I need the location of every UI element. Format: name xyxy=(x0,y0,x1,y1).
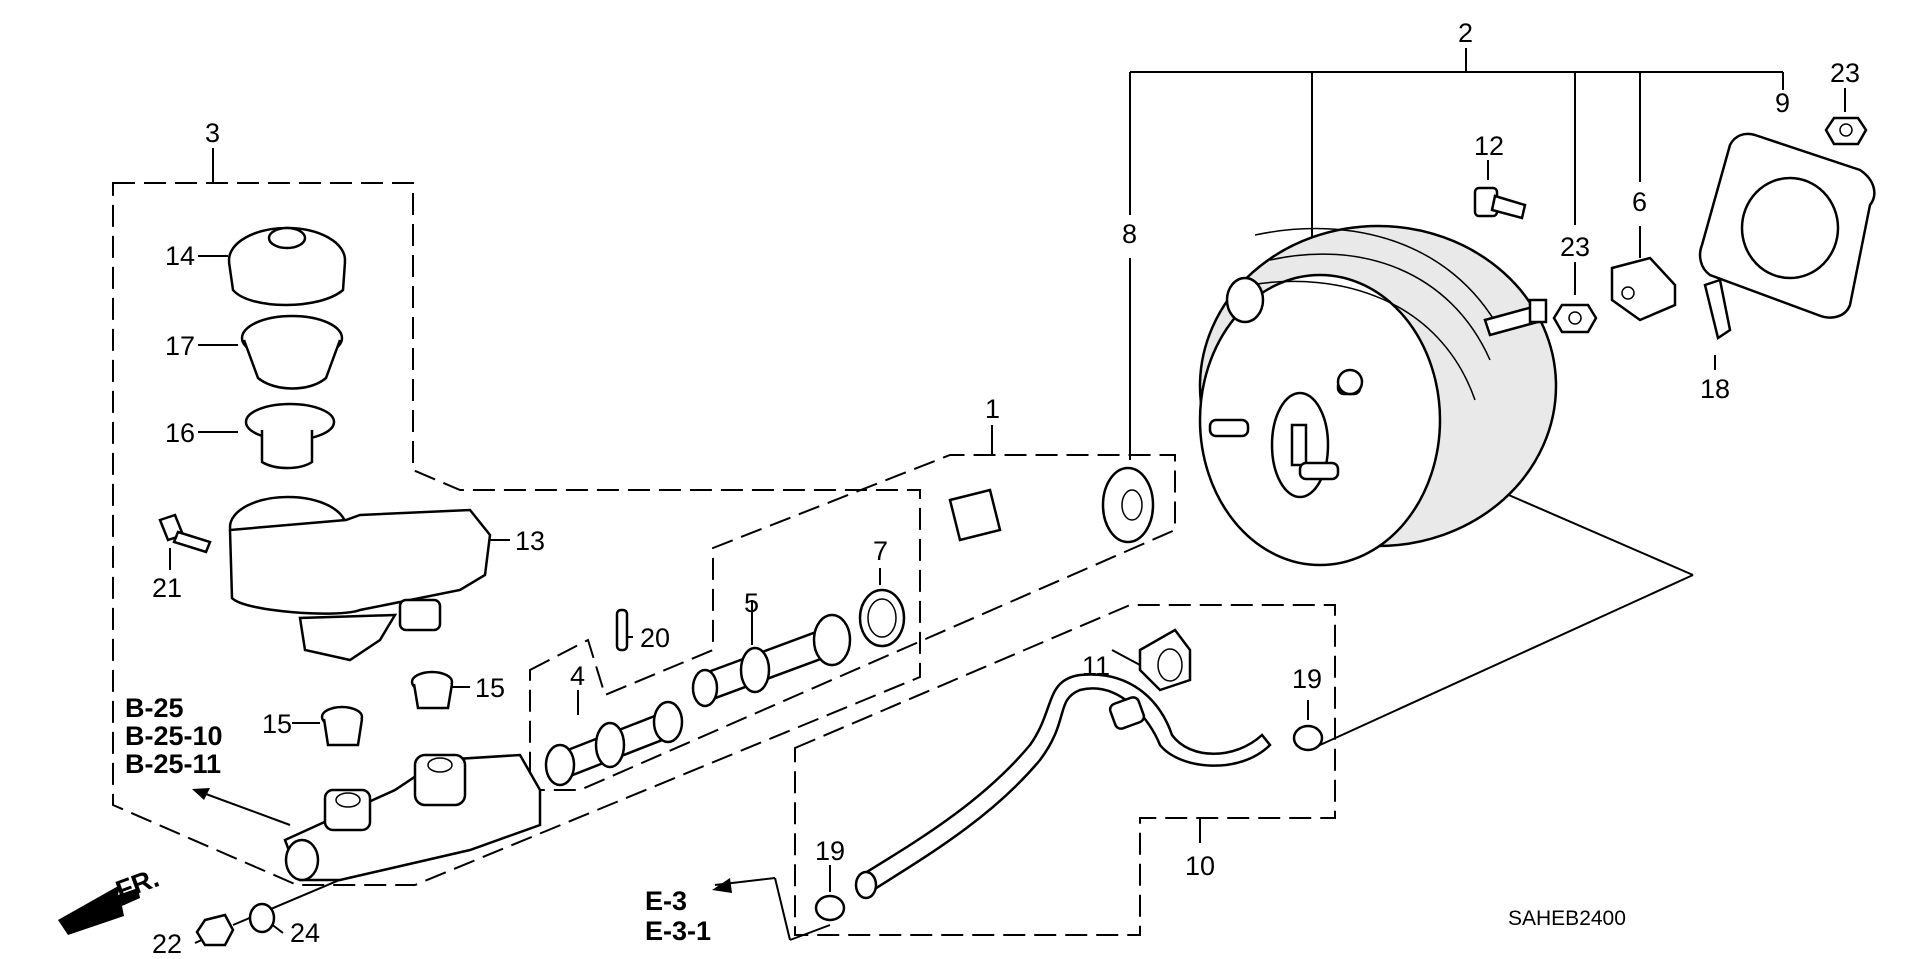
group-3-boundary xyxy=(112,182,921,886)
callout-24: 24 xyxy=(290,918,320,948)
callout-10: 10 xyxy=(1185,851,1215,881)
part-14-cap xyxy=(227,226,347,307)
part-17-filter xyxy=(240,314,344,390)
callout-12: 12 xyxy=(1474,131,1504,161)
part-15-grommet-right xyxy=(410,670,454,710)
part-23-nut-lower xyxy=(1552,303,1598,334)
ref-b-25-11[interactable]: B-25-11 xyxy=(125,749,221,779)
ref-b-25-10[interactable]: B-25-10 xyxy=(125,721,223,751)
callout-21: 21 xyxy=(152,573,182,603)
part-7-ring xyxy=(858,588,906,648)
part-6-joint xyxy=(1610,256,1677,322)
part-24-washer xyxy=(248,902,276,934)
part-16-strainer xyxy=(244,402,336,470)
part-23-nut-upper xyxy=(1824,116,1868,146)
brake-booster xyxy=(1198,224,1558,567)
callout-8: 8 xyxy=(1122,219,1137,249)
part-4-piston xyxy=(544,700,684,787)
part-5-piston xyxy=(691,613,852,708)
callout-3: 3 xyxy=(205,118,220,148)
callout-4: 4 xyxy=(570,661,585,691)
callout-19-right: 19 xyxy=(1292,664,1322,694)
callout-14: 14 xyxy=(165,241,195,271)
front-direction-arrow xyxy=(58,885,140,935)
callout-17: 17 xyxy=(165,331,195,361)
callout-5: 5 xyxy=(744,588,759,618)
callout-2: 2 xyxy=(1458,18,1473,48)
callout-23-right: 23 xyxy=(1830,58,1860,88)
callout-22: 22 xyxy=(152,929,182,959)
callout-9: 9 xyxy=(1775,88,1790,118)
callout-19-left: 19 xyxy=(815,836,845,866)
callout-15-left: 15 xyxy=(262,709,292,739)
part-11-clamp xyxy=(1138,628,1192,692)
ref-b-25[interactable]: B-25 xyxy=(125,693,184,723)
callout-23-lower: 23 xyxy=(1560,232,1590,262)
group-1-boundary xyxy=(529,454,1176,791)
callout-18: 18 xyxy=(1700,374,1730,404)
master-cylinder-body xyxy=(283,753,542,882)
group-10-boundary xyxy=(794,604,1336,936)
callout-11: 11 xyxy=(1082,651,1110,681)
part-21-bolt xyxy=(158,513,212,554)
b25-arrowhead xyxy=(192,788,210,800)
callout-7: 7 xyxy=(873,536,888,566)
callout-1: 1 xyxy=(985,394,1000,424)
part-15-grommet-left xyxy=(320,705,364,747)
ref-e-3[interactable]: E-3 xyxy=(645,886,687,916)
part-22-nut xyxy=(195,913,235,947)
part-13-reservoir xyxy=(228,495,492,662)
callout-13: 13 xyxy=(515,526,545,556)
part-9-gasket xyxy=(1698,132,1876,319)
ref-e-3-1[interactable]: E-3-1 xyxy=(645,916,711,946)
e3-arrowhead xyxy=(712,878,732,893)
part-19-clip-left xyxy=(814,894,846,922)
callout-20: 20 xyxy=(640,623,670,653)
part-10-vacuum-hose xyxy=(854,673,1272,900)
part-1-clip xyxy=(948,488,1002,542)
callout-16: 16 xyxy=(165,418,195,448)
diagram-code: SAHEB2400 xyxy=(1508,907,1626,930)
callout-15-right: 15 xyxy=(475,673,505,703)
part-18-clip xyxy=(1703,278,1732,341)
callout-6: 6 xyxy=(1632,187,1647,217)
front-label: FR. xyxy=(112,863,163,906)
part-12-bolt xyxy=(1473,186,1527,220)
part-20-pin xyxy=(615,608,629,652)
part-19-clip-right xyxy=(1292,724,1324,752)
part-8-seal xyxy=(1101,466,1155,544)
